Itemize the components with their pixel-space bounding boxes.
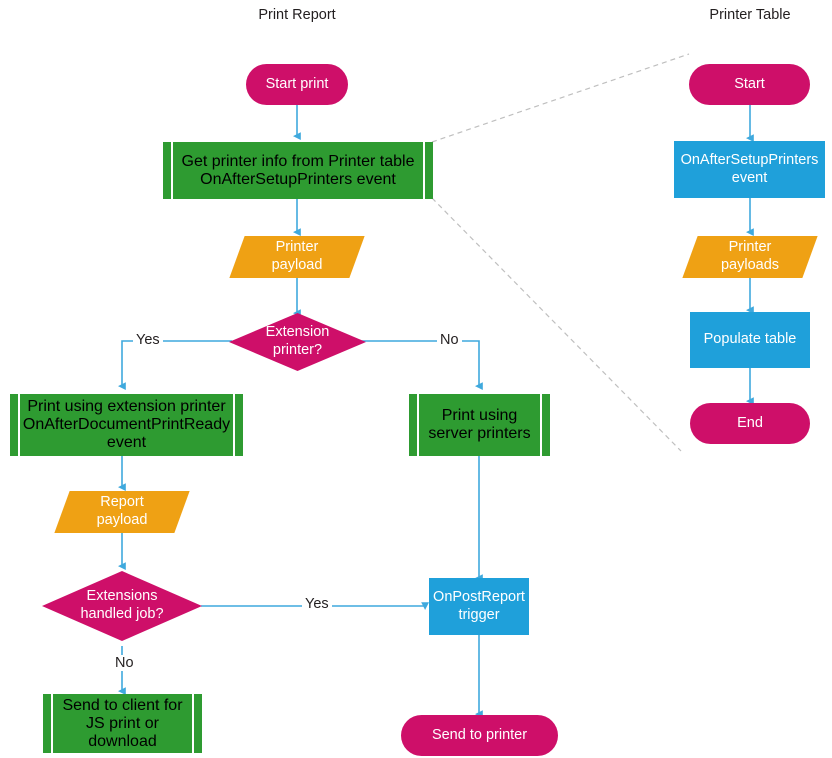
predefined-process-bar-right: [423, 142, 425, 199]
node-printer-payload-label: Printer payload: [271, 239, 323, 273]
node-start-print[interactable]: Start print: [246, 64, 348, 105]
node-onaftersetupprinters-event[interactable]: OnAfterSetupPrinters event: [674, 141, 825, 198]
node-extension-printer-label: Extension printer?: [265, 324, 330, 358]
node-print-using-extension-printer-label: Print using extension printer OnAfterDoc…: [22, 398, 231, 451]
lane-title-print-report: Print Report: [258, 7, 336, 23]
node-send-to-client[interactable]: Send to client for JS print or download: [43, 694, 202, 753]
node-extensions-handled-decision[interactable]: Extensions handled job?: [42, 571, 202, 641]
node-send-to-printer[interactable]: Send to printer: [401, 715, 558, 756]
predefined-process-bar-right: [233, 394, 235, 456]
predefined-process-bar-left: [18, 394, 20, 456]
lane-title-printer-table: Printer Table: [709, 7, 791, 23]
node-report-payload[interactable]: Report payload: [54, 491, 190, 533]
node-extension-printer-decision[interactable]: Extension printer?: [229, 313, 366, 371]
node-get-printer-info[interactable]: Get printer info from Printer table OnAf…: [163, 142, 433, 199]
node-printer-payloads-label: Printer payloads: [720, 239, 780, 273]
node-printer-payloads[interactable]: Printer payloads: [682, 236, 818, 278]
predefined-process-bar-left: [51, 694, 53, 753]
edge-label-handled-no: No: [112, 655, 137, 671]
node-onpostreport-trigger[interactable]: OnPostReport trigger: [429, 578, 529, 635]
edge-label-extension-yes: Yes: [133, 332, 163, 348]
node-print-using-server-printers[interactable]: Print using server printers: [409, 394, 550, 456]
predefined-process-bar-left: [417, 394, 419, 456]
node-print-using-extension-printer[interactable]: Print using extension printer OnAfterDoc…: [10, 394, 243, 456]
node-get-printer-info-label: Get printer info from Printer table OnAf…: [181, 152, 415, 188]
node-printer-table-start[interactable]: Start: [689, 64, 810, 105]
node-extensions-handled-label: Extensions handled job?: [80, 588, 164, 622]
node-printer-table-end[interactable]: End: [690, 403, 810, 444]
predefined-process-bar-left: [171, 142, 173, 199]
edge-label-handled-yes: Yes: [302, 596, 332, 612]
edge-expand-top: [431, 53, 690, 143]
node-populate-table[interactable]: Populate table: [690, 312, 810, 368]
predefined-process-bar-right: [540, 394, 542, 456]
edge-label-extension-no: No: [437, 332, 462, 348]
node-printer-payload[interactable]: Printer payload: [229, 236, 365, 278]
node-report-payload-label: Report payload: [96, 494, 148, 528]
node-print-using-server-printers-label: Print using server printers: [428, 407, 531, 442]
node-send-to-client-label: Send to client for JS print or download: [62, 696, 183, 750]
predefined-process-bar-right: [192, 694, 194, 753]
